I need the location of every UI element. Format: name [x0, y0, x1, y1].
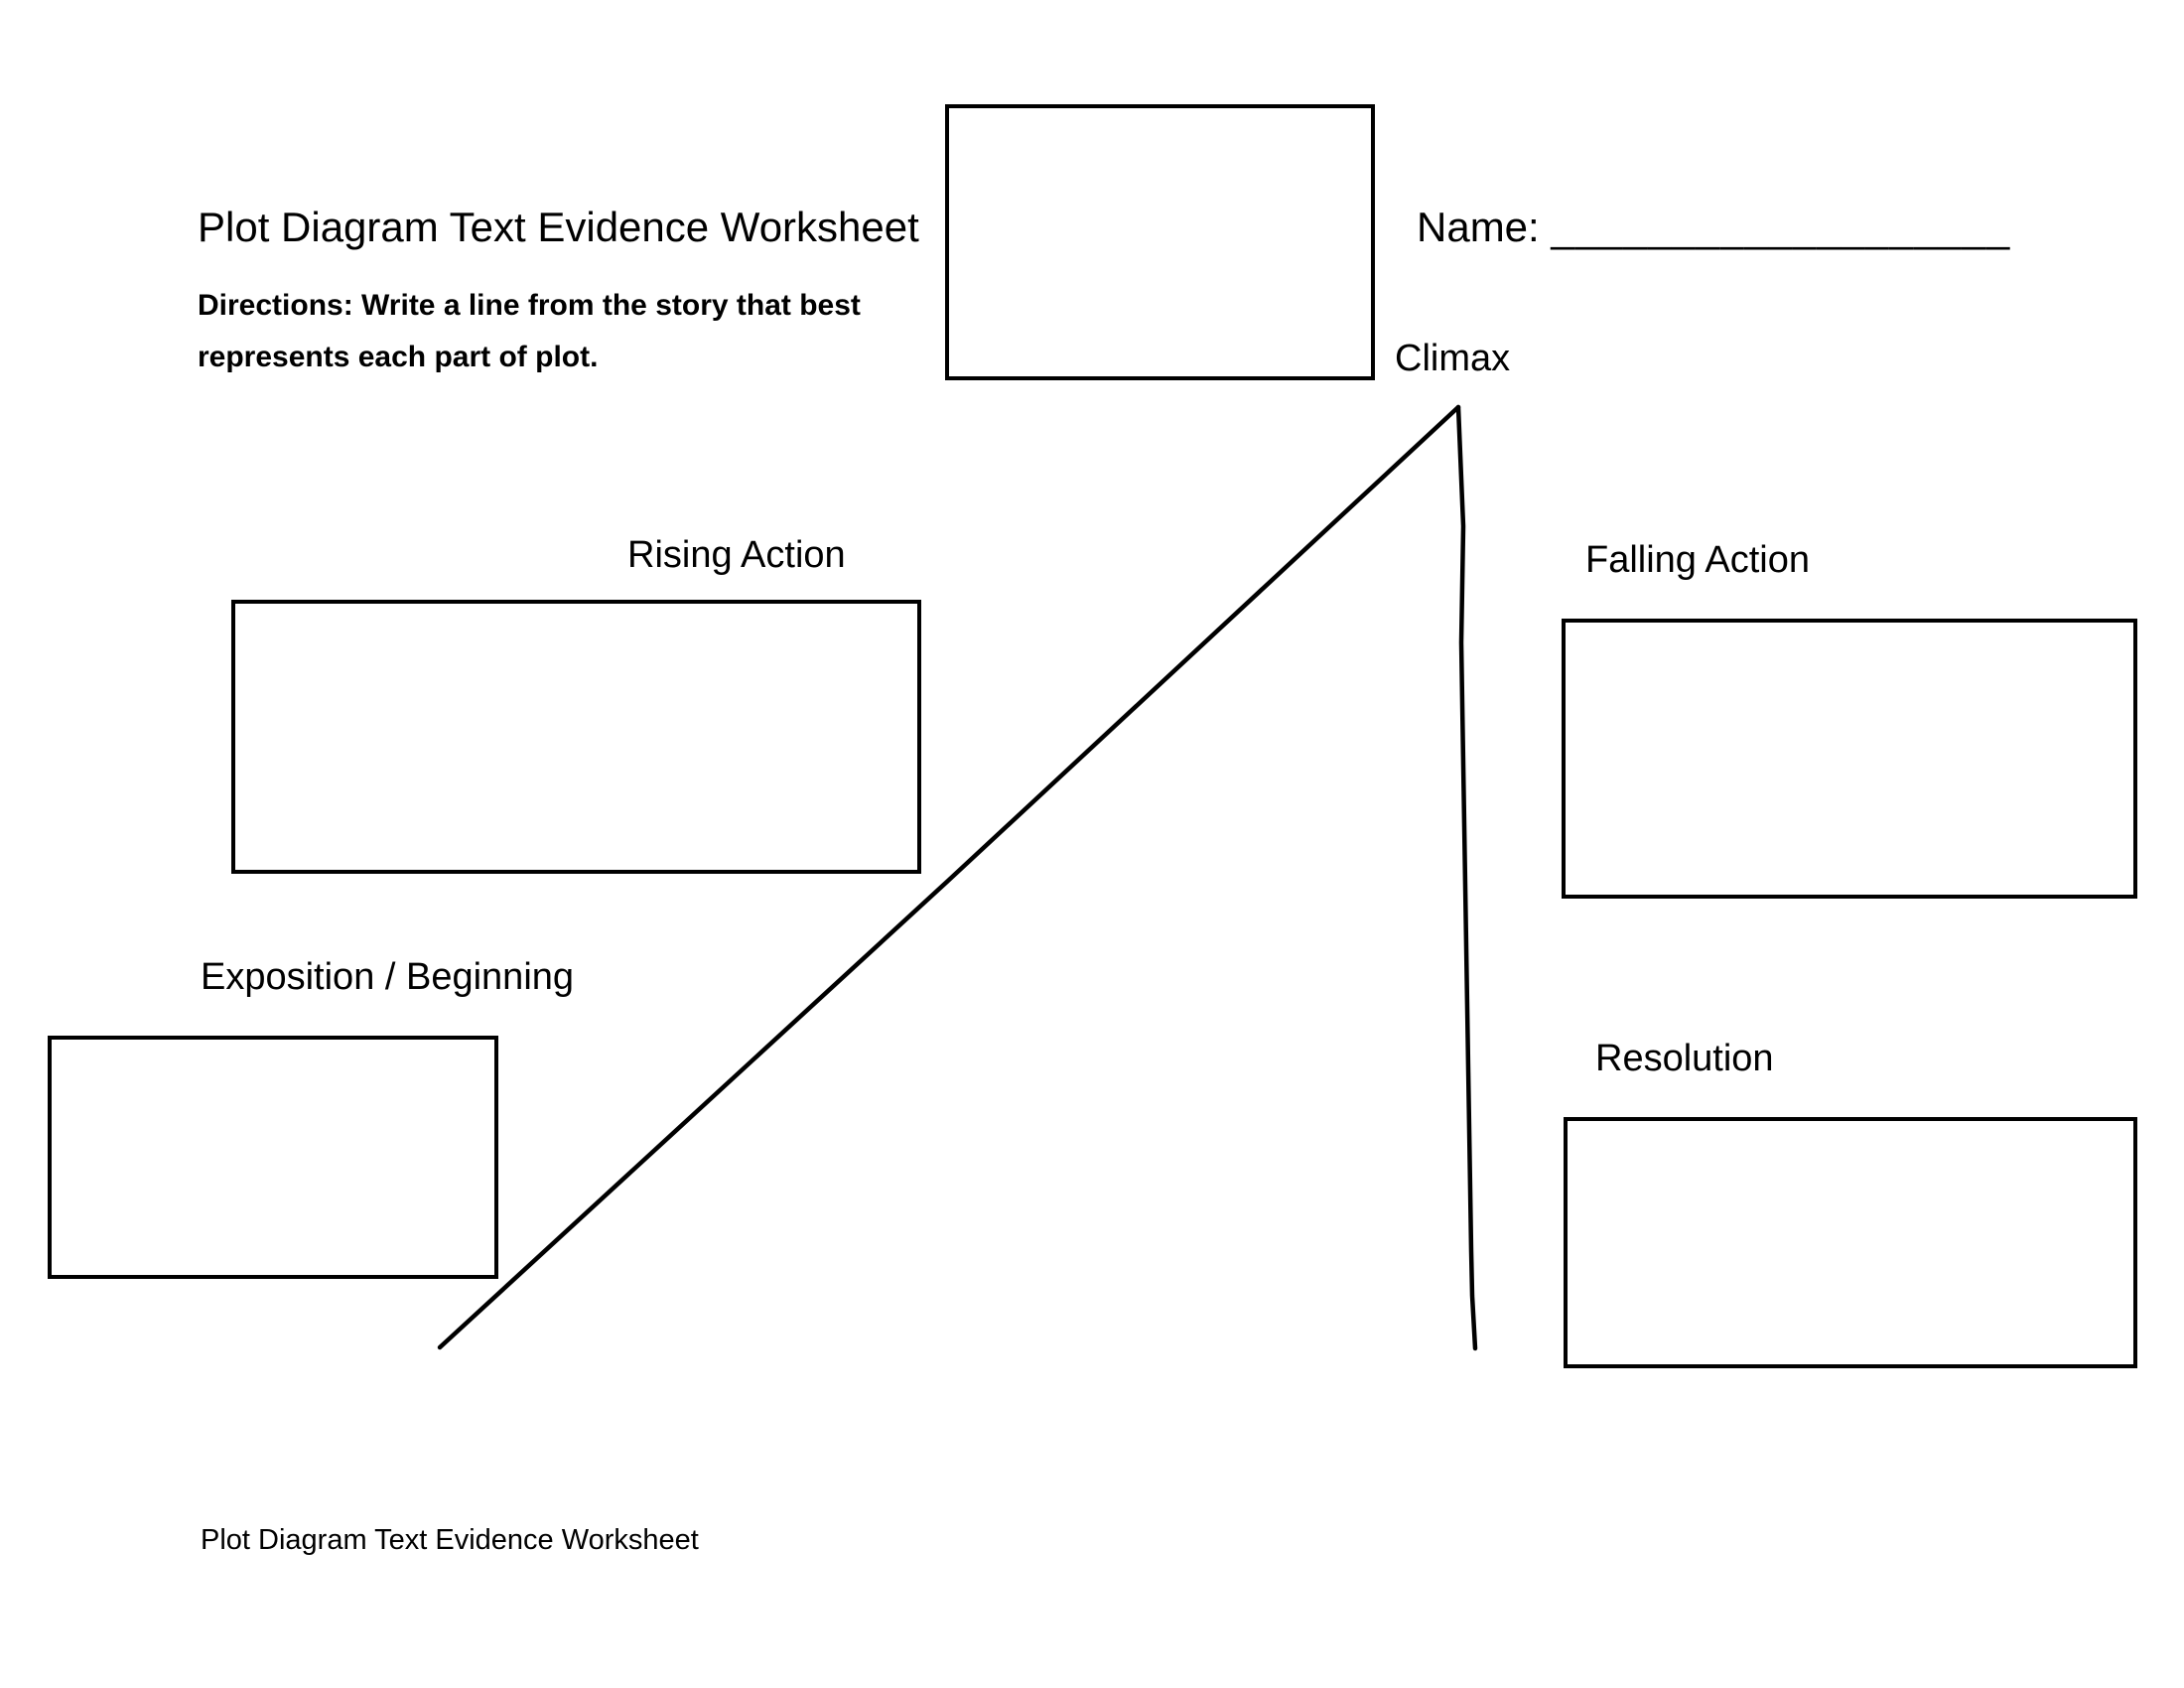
falling-action-answer-box[interactable] — [1562, 619, 2137, 899]
directions-line-1: Directions: Write a line from the story … — [198, 289, 861, 322]
rising-action-label: Rising Action — [627, 534, 846, 576]
falling-action-label: Falling Action — [1585, 539, 1811, 581]
rising-action-line — [437, 404, 1461, 1350]
climax-label: Climax — [1395, 338, 1511, 379]
climax-answer-box[interactable] — [945, 104, 1375, 380]
resolution-label: Resolution — [1595, 1038, 1774, 1079]
falling-action-line — [1455, 404, 1478, 1351]
directions-line-2: represents each part of plot. — [198, 341, 599, 373]
rising-action-answer-box[interactable] — [231, 600, 921, 874]
exposition-label: Exposition / Beginning — [201, 956, 575, 998]
footer-text: Plot Diagram Text Evidence Worksheet — [201, 1524, 699, 1556]
page-title: Plot Diagram Text Evidence Worksheet — [198, 204, 919, 250]
directions-text: Directions: Write a line from the story … — [198, 280, 861, 383]
exposition-answer-box[interactable] — [48, 1036, 498, 1279]
name-blank-input[interactable]: ___________________ — [1551, 204, 2011, 250]
resolution-answer-box[interactable] — [1564, 1117, 2137, 1368]
name-field: Name: ___________________ — [1417, 204, 2010, 251]
name-label: Name: — [1417, 204, 1540, 250]
